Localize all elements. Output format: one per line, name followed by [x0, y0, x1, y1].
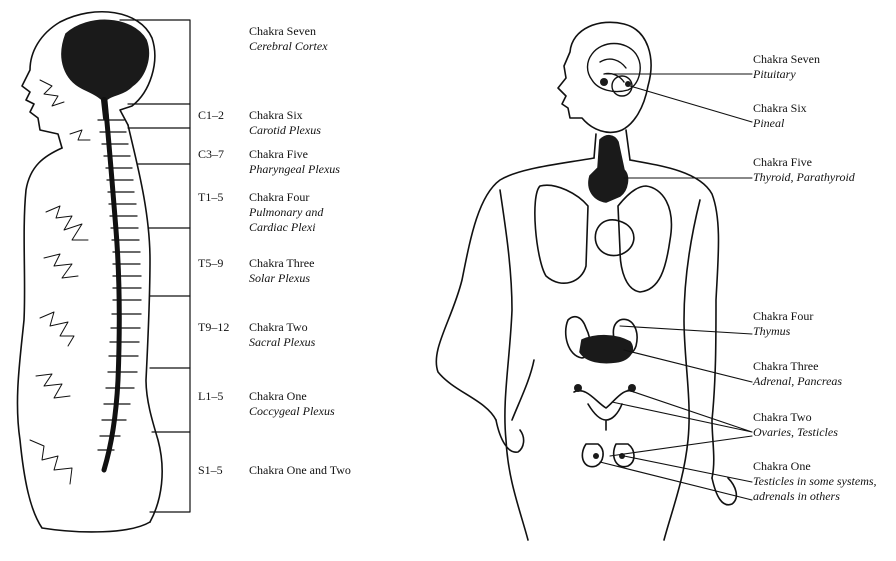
chakra-title: Chakra Three — [249, 256, 314, 271]
segment-label: T1–5 — [198, 190, 223, 205]
gland-chakra-label: Chakra Four Thymus — [753, 309, 813, 339]
gland-chakra-label: Chakra Three Adrenal, Pancreas — [753, 359, 842, 389]
gland-name: Adrenal, Pancreas — [753, 374, 842, 389]
chakra-subtitle: Pulmonary and — [249, 205, 323, 220]
gland-chakra-label: Chakra Five Thyroid, Parathyroid — [753, 155, 855, 185]
chakra-title: Chakra Four — [249, 190, 323, 205]
gland-chakra-label: Chakra Seven Pituitary — [753, 52, 820, 82]
gland-chakra-label: Chakra Two Ovaries, Testicles — [753, 410, 838, 440]
gland-leader-lines — [600, 74, 752, 500]
chakra-title: Chakra Five — [753, 155, 855, 170]
chakra-title: Chakra Four — [753, 309, 813, 324]
spine-chakra-label: Chakra Two Sacral Plexus — [249, 320, 315, 350]
chakra-title: Chakra Seven — [753, 52, 820, 67]
gland-name: Testicles in some systems, — [753, 474, 877, 489]
chakra-title: Chakra Six — [753, 101, 807, 116]
spine-chakra-label: Chakra Six Carotid Plexus — [249, 108, 321, 138]
chakra-subtitle-line-2: Cardiac Plexi — [249, 220, 323, 235]
chakra-subtitle: Sacral Plexus — [249, 335, 315, 350]
chakra-subtitle: Carotid Plexus — [249, 123, 321, 138]
spine-chakra-label: Chakra One Coccygeal Plexus — [249, 389, 335, 419]
segment-label: C1–2 — [198, 108, 224, 123]
chakra-title: Chakra Six — [249, 108, 321, 123]
gland-chakra-label: Chakra Six Pineal — [753, 101, 807, 131]
spine-chakra-label: Chakra Seven Cerebral Cortex — [249, 24, 328, 54]
chakra-title: Chakra Two — [249, 320, 315, 335]
segment-label: T9–12 — [198, 320, 229, 335]
segment-label: C3–7 — [198, 147, 224, 162]
chakra-title: Chakra Two — [753, 410, 838, 425]
spine-chakra-label: Chakra Three Solar Plexus — [249, 256, 314, 286]
chakra-title: Chakra One — [249, 389, 335, 404]
gland-name: Thyroid, Parathyroid — [753, 170, 855, 185]
segment-bracket — [120, 20, 190, 512]
segment-label: T5–9 — [198, 256, 223, 271]
spine-chakra-label: Chakra Four Pulmonary and Cardiac Plexi — [249, 190, 323, 235]
gland-chakra-label: Chakra One Testicles in some systems, ad… — [753, 459, 877, 504]
chakra-title: Chakra Three — [753, 359, 842, 374]
front-brain — [588, 44, 641, 97]
spine-chakra-label: Chakra One and Two — [249, 463, 351, 478]
chakra-title: Chakra Five — [249, 147, 340, 162]
segment-label: S1–5 — [198, 463, 223, 478]
chakra-subtitle: Solar Plexus — [249, 271, 314, 286]
segment-label: L1–5 — [198, 389, 223, 404]
spine-chakra-label: Chakra Five Pharyngeal Plexus — [249, 147, 340, 177]
chakra-subtitle: Coccygeal Plexus — [249, 404, 335, 419]
gland-name: Ovaries, Testicles — [753, 425, 838, 440]
gland-name: Thymus — [753, 324, 813, 339]
brain-shape — [62, 20, 148, 102]
gland-name: Pineal — [753, 116, 807, 131]
chakra-title: Chakra One and Two — [249, 463, 351, 478]
front-view-body — [436, 22, 736, 540]
chakra-subtitle: Cerebral Cortex — [249, 39, 328, 54]
gland-name: Pituitary — [753, 67, 820, 82]
chakra-subtitle: Pharyngeal Plexus — [249, 162, 340, 177]
gland-name-line-2: adrenals in others — [753, 489, 877, 504]
chakra-title: Chakra One — [753, 459, 877, 474]
chakra-title: Chakra Seven — [249, 24, 328, 39]
pancreas-shape — [580, 336, 632, 363]
